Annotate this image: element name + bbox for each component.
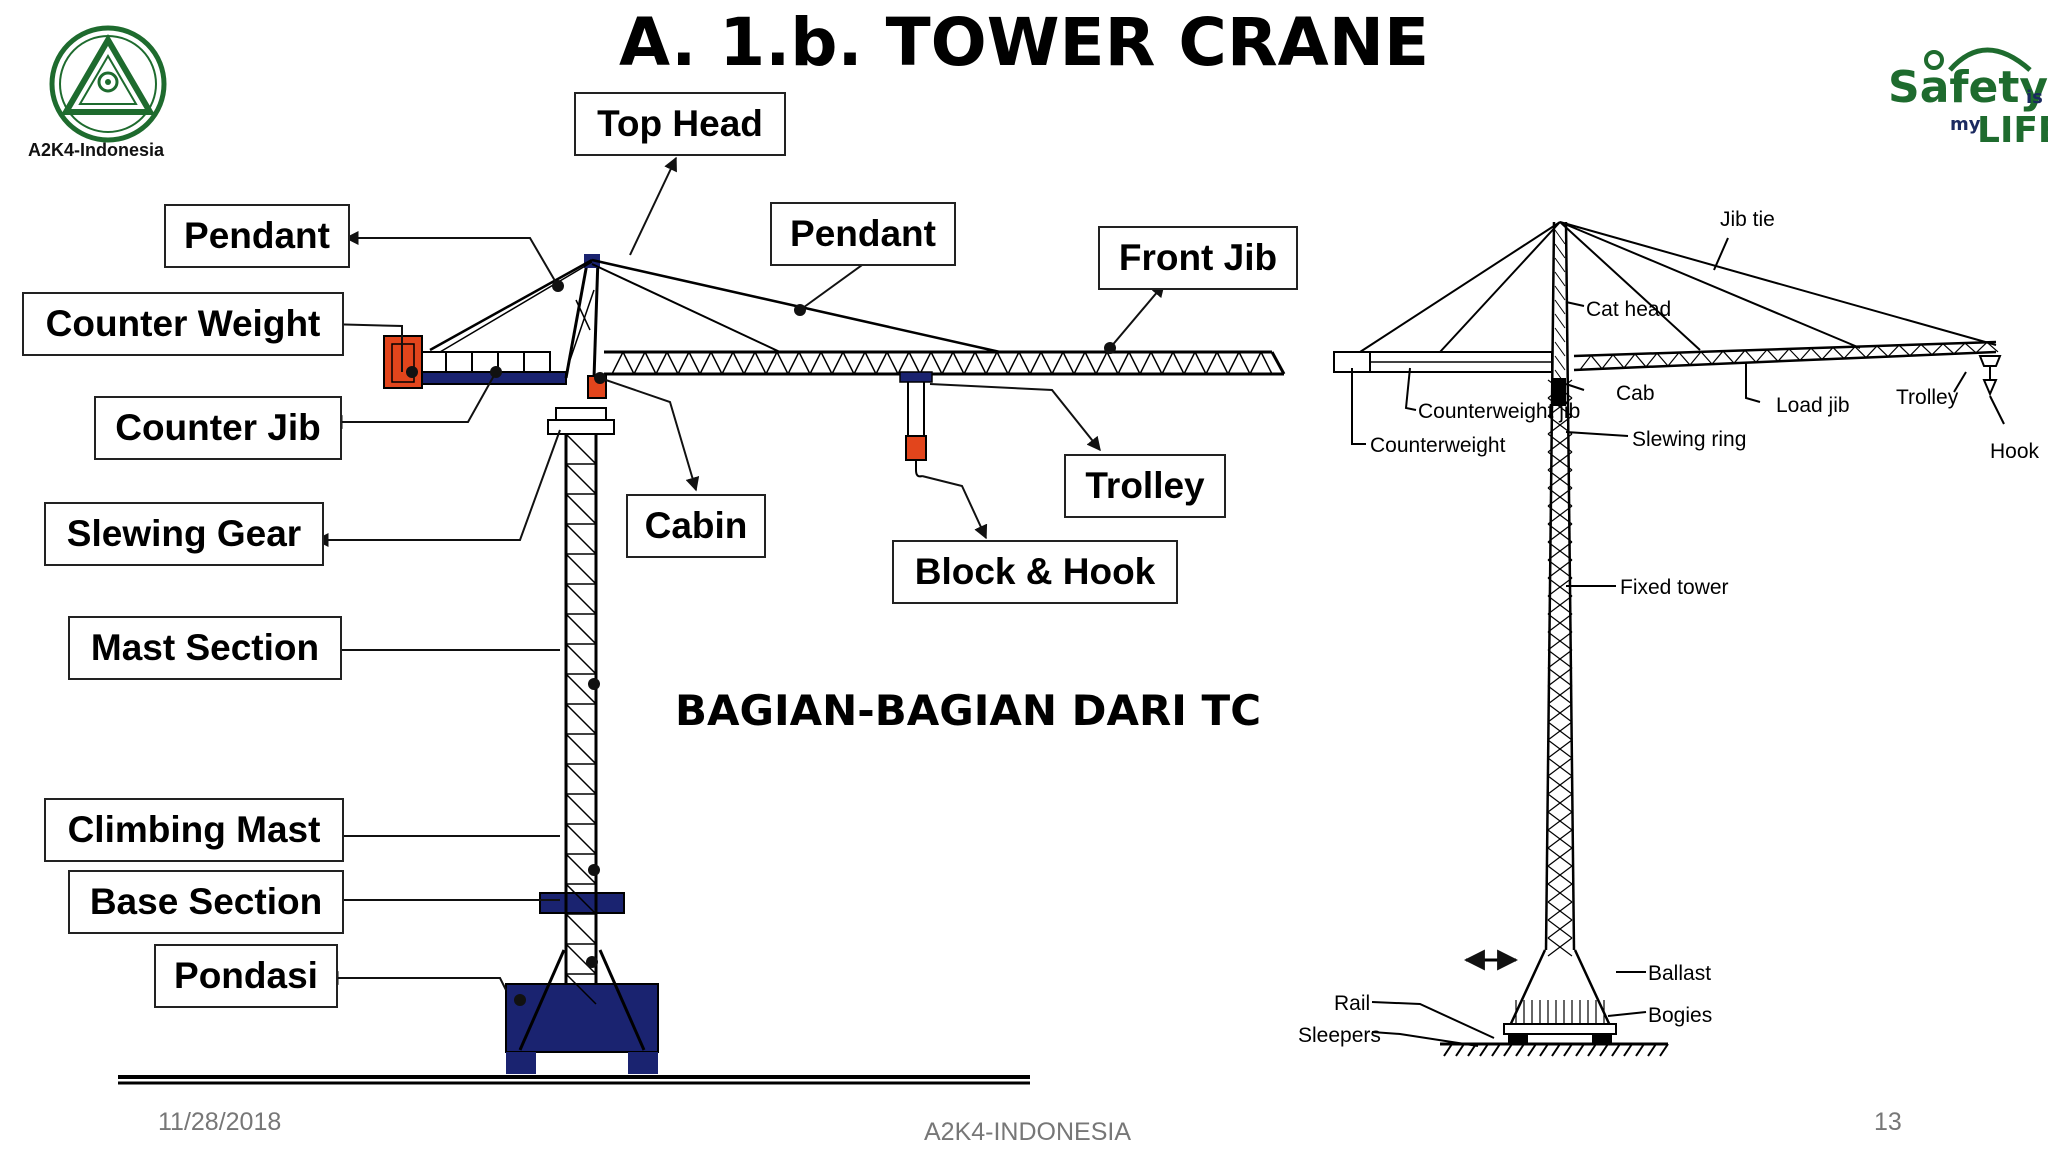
label-pendant-left: Pendant	[164, 204, 350, 268]
footer-date: 11/28/2018	[158, 1108, 282, 1136]
label-sleepers: Sleepers	[1298, 1024, 1381, 1047]
label-trolley-right: Trolley	[1896, 386, 1959, 409]
label-rail: Rail	[1334, 992, 1370, 1015]
label-ballast: Ballast	[1648, 962, 1711, 985]
label-pendant-right: Pendant	[770, 202, 956, 266]
front-jib-lattice	[604, 350, 1286, 376]
safety-logo-word2: is	[2026, 87, 2043, 108]
mast-lattice	[564, 433, 598, 1005]
org-caption: A2K4-Indonesia	[28, 140, 165, 160]
label-front-jib: Front Jib	[1098, 226, 1298, 290]
label-cabin: Cabin	[626, 494, 766, 558]
right-crane-drawing: Jib tie Cat head Cab Counterweight jib C…	[1298, 208, 2040, 1057]
label-climbing-mast: Climbing Mast	[44, 798, 344, 862]
label-hook: Hook	[1990, 440, 2040, 463]
label-slewing-ring: Slewing ring	[1632, 428, 1746, 451]
slide-title: A. 1.b. TOWER CRANE	[618, 4, 1430, 81]
label-cat-head: Cat head	[1586, 298, 1671, 321]
label-counterweight: Counterweight	[1370, 434, 1506, 457]
label-counter-jib: Counter Jib	[94, 396, 342, 460]
safety-logo-word1: Safety	[1888, 62, 2048, 113]
label-mast-section: Mast Section	[68, 616, 342, 680]
a2k4-logo	[49, 25, 167, 143]
label-slewing-gear: Slewing Gear	[44, 502, 324, 566]
label-counter-weight: Counter Weight	[22, 292, 344, 356]
label-fixed-tower: Fixed tower	[1620, 576, 1729, 599]
label-cab: Cab	[1616, 382, 1655, 405]
footer-center: A2K4-INDONESIA	[924, 1118, 1132, 1146]
fixed-tower-lattice	[1544, 221, 1576, 957]
safety-logo: Safety is my LIFE	[1888, 47, 2048, 151]
label-pondasi: Pondasi	[154, 944, 338, 1008]
label-jib-tie: Jib tie	[1720, 208, 1775, 231]
load-jib-lattice	[1573, 340, 1999, 372]
label-bogies: Bogies	[1648, 1004, 1712, 1027]
footer-page-number: 13	[1874, 1108, 1902, 1136]
label-block-hook: Block & Hook	[892, 540, 1178, 604]
label-base-section: Base Section	[68, 870, 344, 934]
safety-logo-word3: my	[1950, 114, 1981, 135]
safety-logo-word4: LIFE	[1977, 110, 2048, 151]
label-load-jib: Load jib	[1776, 394, 1850, 417]
left-crane-drawing	[118, 156, 1286, 1085]
label-trolley: Trolley	[1064, 454, 1226, 518]
label-top-head: Top Head	[574, 92, 786, 156]
diagram-subtitle: BAGIAN-BAGIAN DARI TC	[675, 686, 1262, 735]
label-counterweight-jib: Counterweight jib	[1418, 400, 1580, 423]
